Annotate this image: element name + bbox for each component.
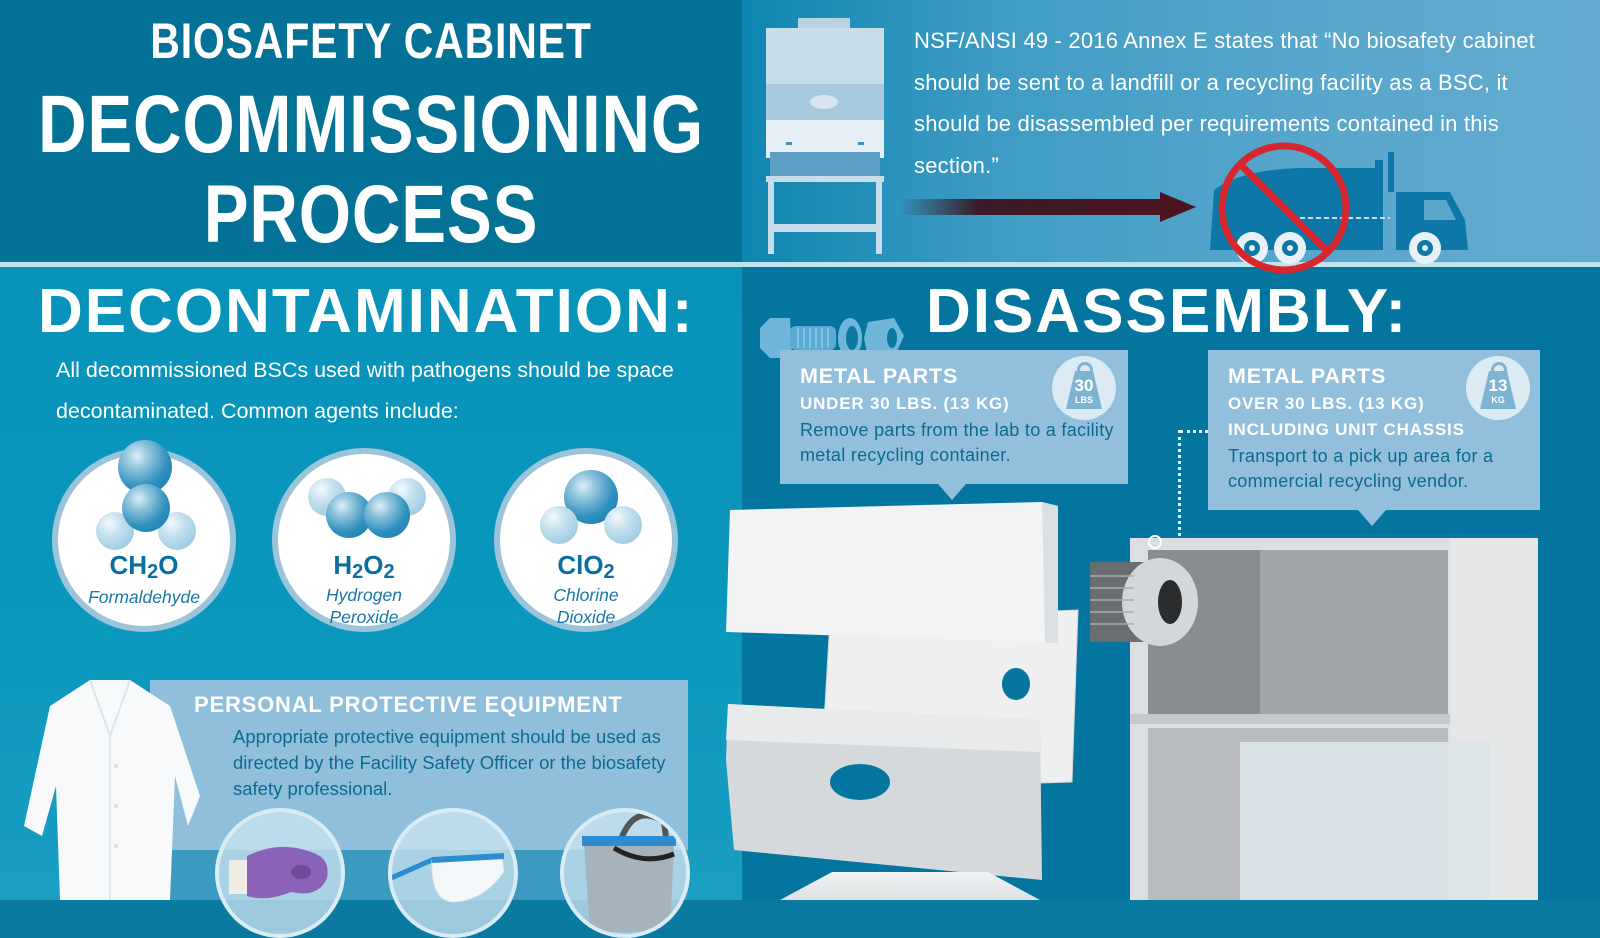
callout-subtitle: UNDER 30 LBS. (13 KG) xyxy=(800,394,1010,413)
agent-formula: CH2O xyxy=(109,550,179,583)
arrow-head-icon xyxy=(1160,192,1196,222)
bolt-and-nuts-icon xyxy=(756,314,906,362)
header-title-panel xyxy=(0,0,742,262)
agent-formula: H2O2 xyxy=(333,550,395,583)
no-garbage-truck-icon xyxy=(1200,140,1490,280)
ppe-heading: PERSONAL PROTECTIVE EQUIPMENT xyxy=(194,692,623,717)
callout-title: METAL PARTS xyxy=(800,364,959,388)
callout-title: METAL PARTS xyxy=(1228,364,1387,388)
dotted-connector xyxy=(1178,430,1181,542)
callout-metal-parts-over-30lbs: METAL PARTS OVER 30 LBS. (13 KG) INCLUDI… xyxy=(1208,350,1540,526)
ppe-description: Appropriate protective equipment should … xyxy=(233,726,666,799)
disassembly-heading: DISASSEMBLY: xyxy=(926,277,1409,346)
agent-formaldehyde: CH2O Formaldehyde xyxy=(52,440,236,632)
callout-metal-parts-under-30lbs: METAL PARTS UNDER 30 LBS. (13 KG) Remove… xyxy=(780,350,1128,500)
agent-formula: ClO2 xyxy=(557,550,615,583)
decontamination-intro: All decommissioned BSCs used with pathog… xyxy=(56,358,674,423)
biosafety-cabinet-icon xyxy=(758,18,892,256)
callout-subtitle: OVER 30 LBS. (13 KG) xyxy=(1228,394,1425,413)
weight-13-kg-icon: 13 KG xyxy=(1466,356,1530,420)
lab-coat-icon xyxy=(20,676,210,900)
callout-body: Transport to a pick up area for a commer… xyxy=(1228,446,1494,491)
safety-glasses-icon xyxy=(388,808,518,938)
molecule-atom-icon xyxy=(364,492,410,538)
callout-body: Remove parts from the lab to a facility … xyxy=(800,420,1114,465)
molecule-atom-icon xyxy=(122,484,170,532)
cabinet-panels-illustration xyxy=(720,490,1080,900)
cabinet-tray-illustration xyxy=(780,872,1040,900)
molecule-atom-icon xyxy=(604,506,642,544)
callout-subtitle-2: INCLUDING UNIT CHASSIS xyxy=(1228,420,1465,439)
dotted-connector xyxy=(1180,430,1208,433)
arrow-right-icon xyxy=(900,199,1162,215)
agent-name: Formaldehyde xyxy=(88,587,200,607)
section-divider xyxy=(0,262,1600,267)
glove-icon xyxy=(215,808,345,938)
title-line-1: BIOSAFETY CABINET xyxy=(150,13,592,69)
title-line-2: DECOMMISSIONING xyxy=(37,79,705,170)
molecule-atom-icon xyxy=(540,506,578,544)
title-line-3: PROCESS xyxy=(203,169,539,260)
face-shield-icon xyxy=(560,808,690,938)
weight-30-lbs-icon: 30 LBS xyxy=(1052,356,1116,420)
cabinet-chassis-illustration xyxy=(1080,532,1538,900)
nsf-ansi-quote: NSF/ANSI 49 - 2016 Annex E states that “… xyxy=(914,28,1535,178)
decontamination-heading: DECONTAMINATION: xyxy=(38,277,695,346)
